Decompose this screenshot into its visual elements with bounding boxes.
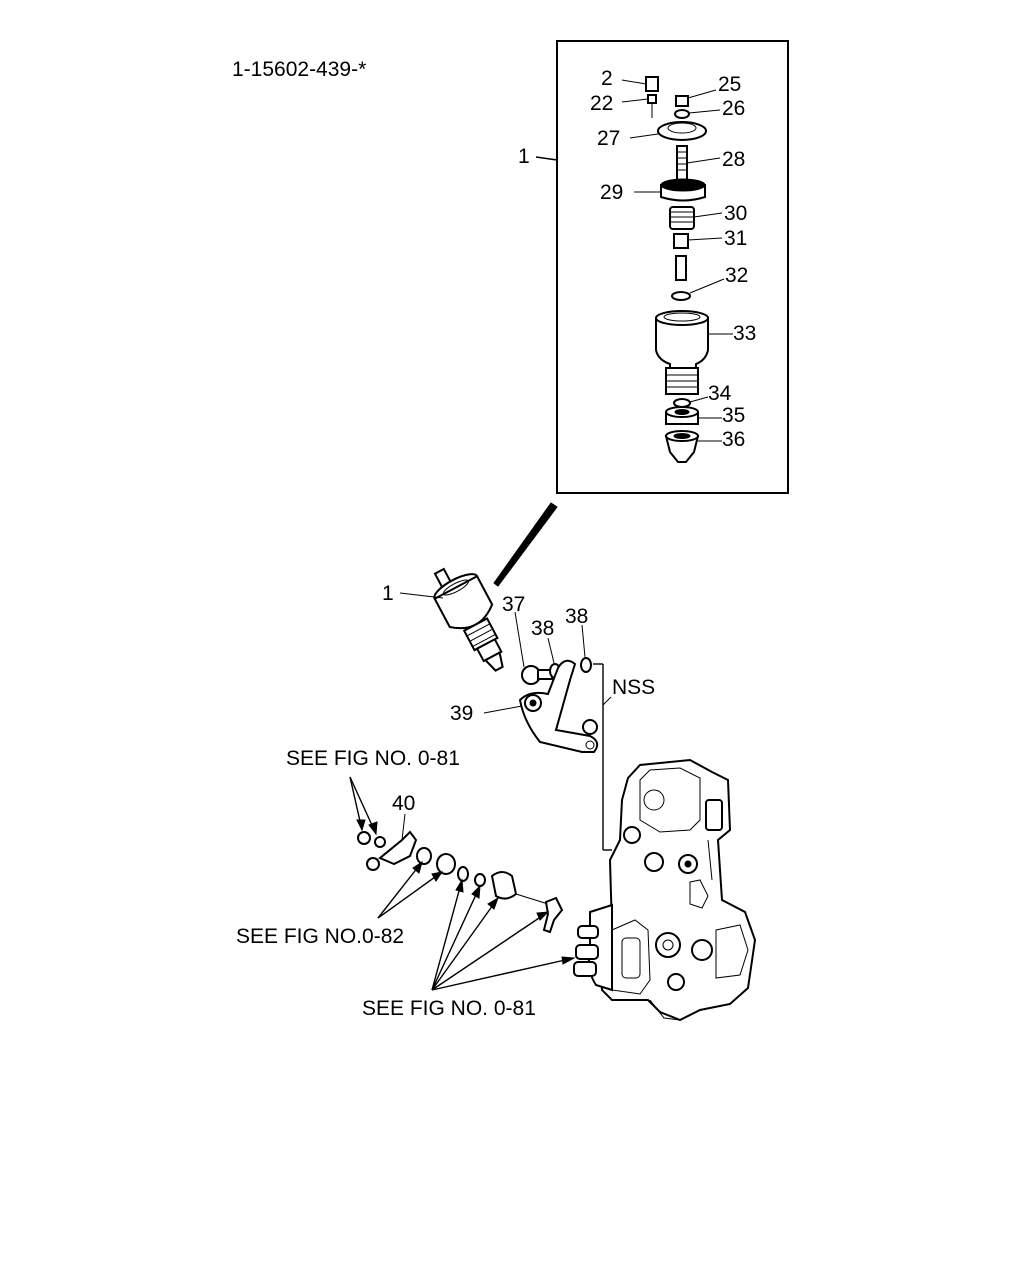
callout-1-inset: 1 xyxy=(518,145,530,168)
callout-30: 30 xyxy=(724,202,747,225)
callout-25: 25 xyxy=(718,73,741,96)
callout-26: 26 xyxy=(722,97,745,120)
callout-37: 37 xyxy=(502,593,525,616)
callout-40: 40 xyxy=(392,792,415,815)
callout-38b: 38 xyxy=(565,605,588,628)
nss-label: NSS xyxy=(612,676,655,699)
part-37-bolt xyxy=(514,611,553,685)
part-30-spring xyxy=(669,206,723,230)
part-36-nozzle-cap xyxy=(664,430,722,463)
callout-27: 27 xyxy=(597,127,620,150)
callout-28: 28 xyxy=(722,148,745,171)
part-27-plate xyxy=(629,121,707,141)
pump-housing xyxy=(573,758,757,1022)
part-1-injector xyxy=(399,567,504,672)
see-fig-0-81-bottom: SEE FIG NO. 0-81 xyxy=(362,997,536,1020)
part-29-collar xyxy=(634,178,706,202)
plunger xyxy=(675,255,687,281)
see-fig-0-82: SEE FIG NO.0-82 xyxy=(236,925,404,948)
inset-detail-box: 1 xyxy=(518,40,789,494)
part-34-washer xyxy=(673,396,709,408)
nss-bracket-line xyxy=(593,663,612,851)
part-32-o-ring xyxy=(671,278,725,301)
inset-pointer xyxy=(493,502,558,587)
part-40-linkage xyxy=(357,813,564,934)
part-22-screw xyxy=(621,94,657,118)
callout-32: 32 xyxy=(725,264,748,287)
callout-35: 35 xyxy=(722,404,745,427)
callout-33: 33 xyxy=(733,322,756,345)
callout-38a: 38 xyxy=(531,617,554,640)
part-number-label: 1-15602-439-* xyxy=(232,58,366,81)
see-fig-0-81-top: SEE FIG NO. 0-81 xyxy=(286,747,460,770)
part-35-nut xyxy=(665,406,722,425)
part-38-washer-b xyxy=(580,624,592,673)
callout-36: 36 xyxy=(722,428,745,451)
part-26-washer xyxy=(674,109,721,119)
part-33-body xyxy=(655,310,733,395)
callout-31: 31 xyxy=(724,227,747,250)
part-39-bracket xyxy=(483,659,599,753)
callout-29: 29 xyxy=(600,181,623,204)
callout-2: 2 xyxy=(601,67,613,90)
callout-34: 34 xyxy=(708,382,732,405)
leaders-see-082 xyxy=(377,860,444,919)
callout-22: 22 xyxy=(590,92,613,115)
callout-1-main: 1 xyxy=(382,582,394,605)
part-25-nut xyxy=(675,89,717,107)
part-2-cap xyxy=(621,76,659,92)
part-31-seat xyxy=(673,233,723,249)
callout-39: 39 xyxy=(450,702,473,725)
leaders-see-081-top xyxy=(349,776,378,836)
leaders-see-081-bottom xyxy=(431,878,576,991)
part-28-stud xyxy=(676,145,721,185)
